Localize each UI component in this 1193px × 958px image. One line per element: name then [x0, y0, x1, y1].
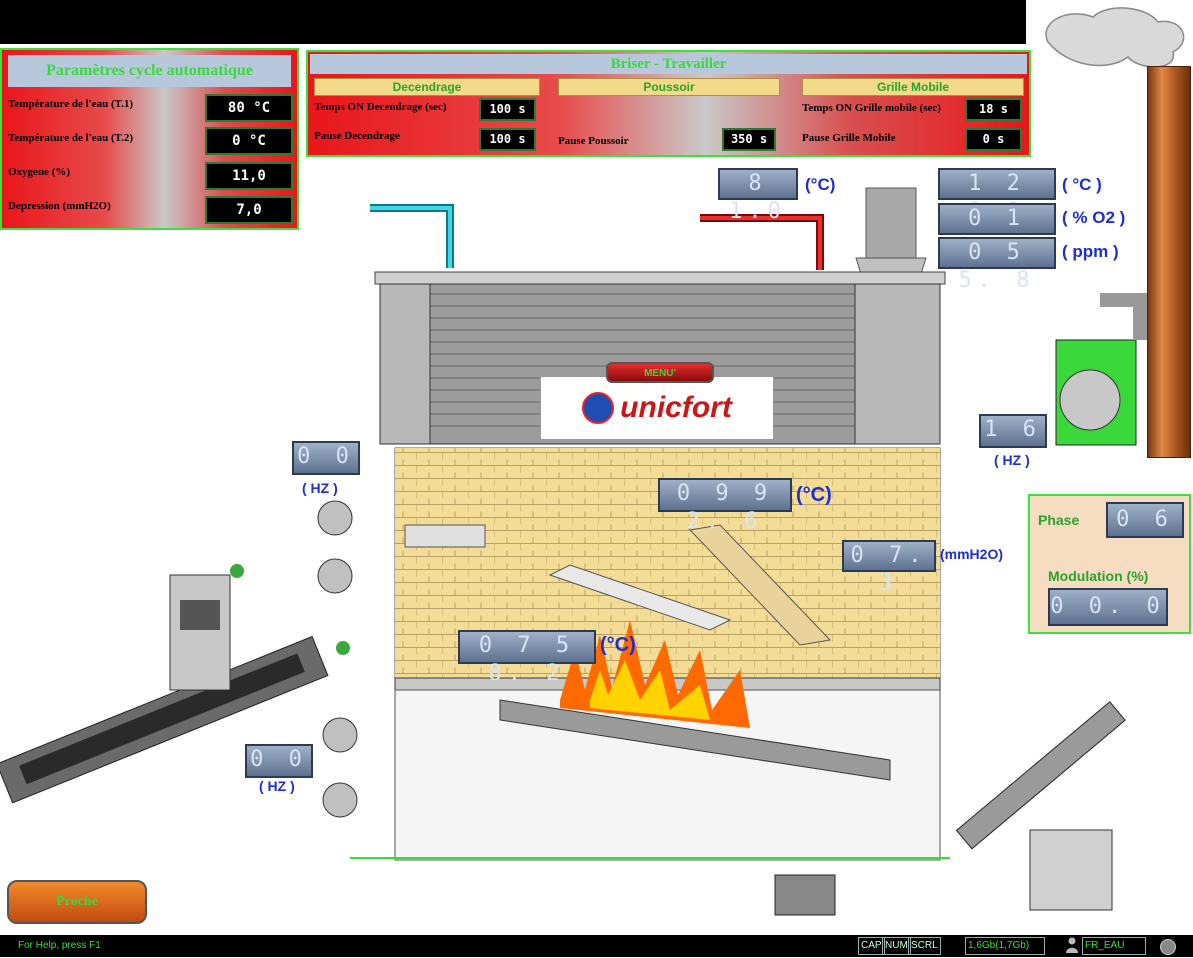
user-indicator: FR_EAU [1082, 937, 1146, 955]
poussoir-pause-value[interactable]: 350 s [722, 128, 776, 151]
left-hz-display: 0 0 [292, 441, 360, 475]
scrl-indicator: SCRL [908, 937, 941, 955]
water-temp-t1-value[interactable]: 80 °C [205, 94, 293, 122]
briser-title: Briser - Travailler [310, 54, 1027, 74]
briser-panel: Briser - Travailler Decendrage Poussoir … [306, 50, 1031, 157]
decendrage-pause-label: Pause Decendrage [314, 130, 400, 142]
chimney-stack [1147, 66, 1191, 458]
cap-indicator: CAP [858, 937, 885, 955]
tab-poussoir[interactable]: Poussoir [558, 78, 780, 96]
left-hz-unit: ( HZ ) [302, 480, 338, 496]
user-icon [1066, 937, 1078, 953]
modulation-display: 0 0. 0 [1048, 588, 1168, 626]
grille-on-label: Temps ON Grille mobile (sec) [802, 102, 941, 114]
status-bar: For Help, press F1 CAP NUM SCRL 1,6Gb(1,… [0, 935, 1193, 957]
oxygen-value[interactable]: 11,0 [205, 162, 293, 190]
num-indicator: NUM [882, 937, 911, 955]
status-led-icon [1160, 939, 1176, 955]
grate-temp-unit: (°C) [600, 634, 636, 656]
auto-cycle-title: Paramètres cycle automatique [8, 55, 291, 87]
depression-value[interactable]: 7,0 [205, 196, 293, 224]
water-temp-t1-label: Température de l'eau (T.1) [8, 98, 134, 110]
o2-unit: ( % O2 ) [1062, 208, 1126, 227]
tab-grille-mobile[interactable]: Grille Mobile [802, 78, 1024, 96]
help-text: For Help, press F1 [18, 940, 101, 951]
poussoir-pause-label: Pause Poussoir [558, 135, 629, 147]
grille-on-value[interactable]: 18 s [965, 98, 1022, 121]
o2-display: 0 1 3. 5 [938, 203, 1056, 259]
tab-decendrage[interactable]: Decendrage [314, 78, 540, 96]
grille-pause-value[interactable]: 0 s [965, 128, 1022, 151]
phase-display: 0 6 [1106, 502, 1184, 538]
bottom-hz-unit: ( HZ ) [259, 778, 295, 794]
top-temp-unit: (°C) [805, 175, 836, 194]
depression-unit: (mmH2O) [940, 546, 1004, 562]
bottom-hz-display: 0 0 [245, 744, 313, 778]
depression-display: 0 7. 3 [842, 540, 936, 596]
depression-label: Depression (mmH2O) [8, 200, 111, 212]
flue-temp-unit: ( °C ) [1062, 175, 1102, 194]
flue-temp-display: 1 2 0.9 [938, 168, 1056, 224]
title-bar [0, 0, 1026, 44]
oxygen-label: Oxygene (%) [8, 166, 71, 178]
modulation-label: Modulation (%) [1048, 568, 1149, 584]
decendrage-on-value[interactable]: 100 s [479, 98, 536, 121]
logo-circle-icon [582, 392, 615, 424]
grille-pause-label: Pause Grille Mobile [802, 132, 896, 144]
water-temp-t2-value[interactable]: 0 °C [205, 127, 293, 155]
decendrage-pause-value[interactable]: 100 s [479, 128, 536, 151]
top-temp-display: 8 1.0 [718, 168, 798, 224]
memory-indicator: 1,6Gb(1,7Gb) [965, 937, 1045, 955]
chamber-temp-display: 0 9 9 2. 6 [658, 478, 792, 534]
ppm-unit: ( ppm ) [1062, 242, 1119, 261]
logo-text: unicfort [620, 391, 732, 424]
chamber-temp-unit: (°C) [796, 484, 832, 506]
phase-label: Phase [1038, 512, 1080, 528]
fan-hz-display: 1 6 [979, 414, 1047, 448]
menu-button[interactable]: MENU' [606, 362, 714, 383]
grate-temp-display: 0 7 5 8. 2 [458, 630, 596, 686]
smoke-cloud [1038, 2, 1193, 72]
decendrage-on-label: Temps ON Decendrage (sec) [314, 101, 447, 113]
water-temp-t2-label: Température de l'eau (T.2) [8, 132, 134, 144]
ppm-display: 0 5 5. 8 [938, 237, 1056, 293]
proche-button[interactable]: Proche [7, 880, 147, 924]
auto-cycle-panel: Paramètres cycle automatique Température… [0, 48, 299, 230]
unicfort-logo: unicfort [540, 376, 774, 440]
phase-panel: Phase 0 6 Modulation (%) 0 0. 0 [1028, 494, 1191, 634]
fan-hz-unit: ( HZ ) [994, 452, 1030, 468]
